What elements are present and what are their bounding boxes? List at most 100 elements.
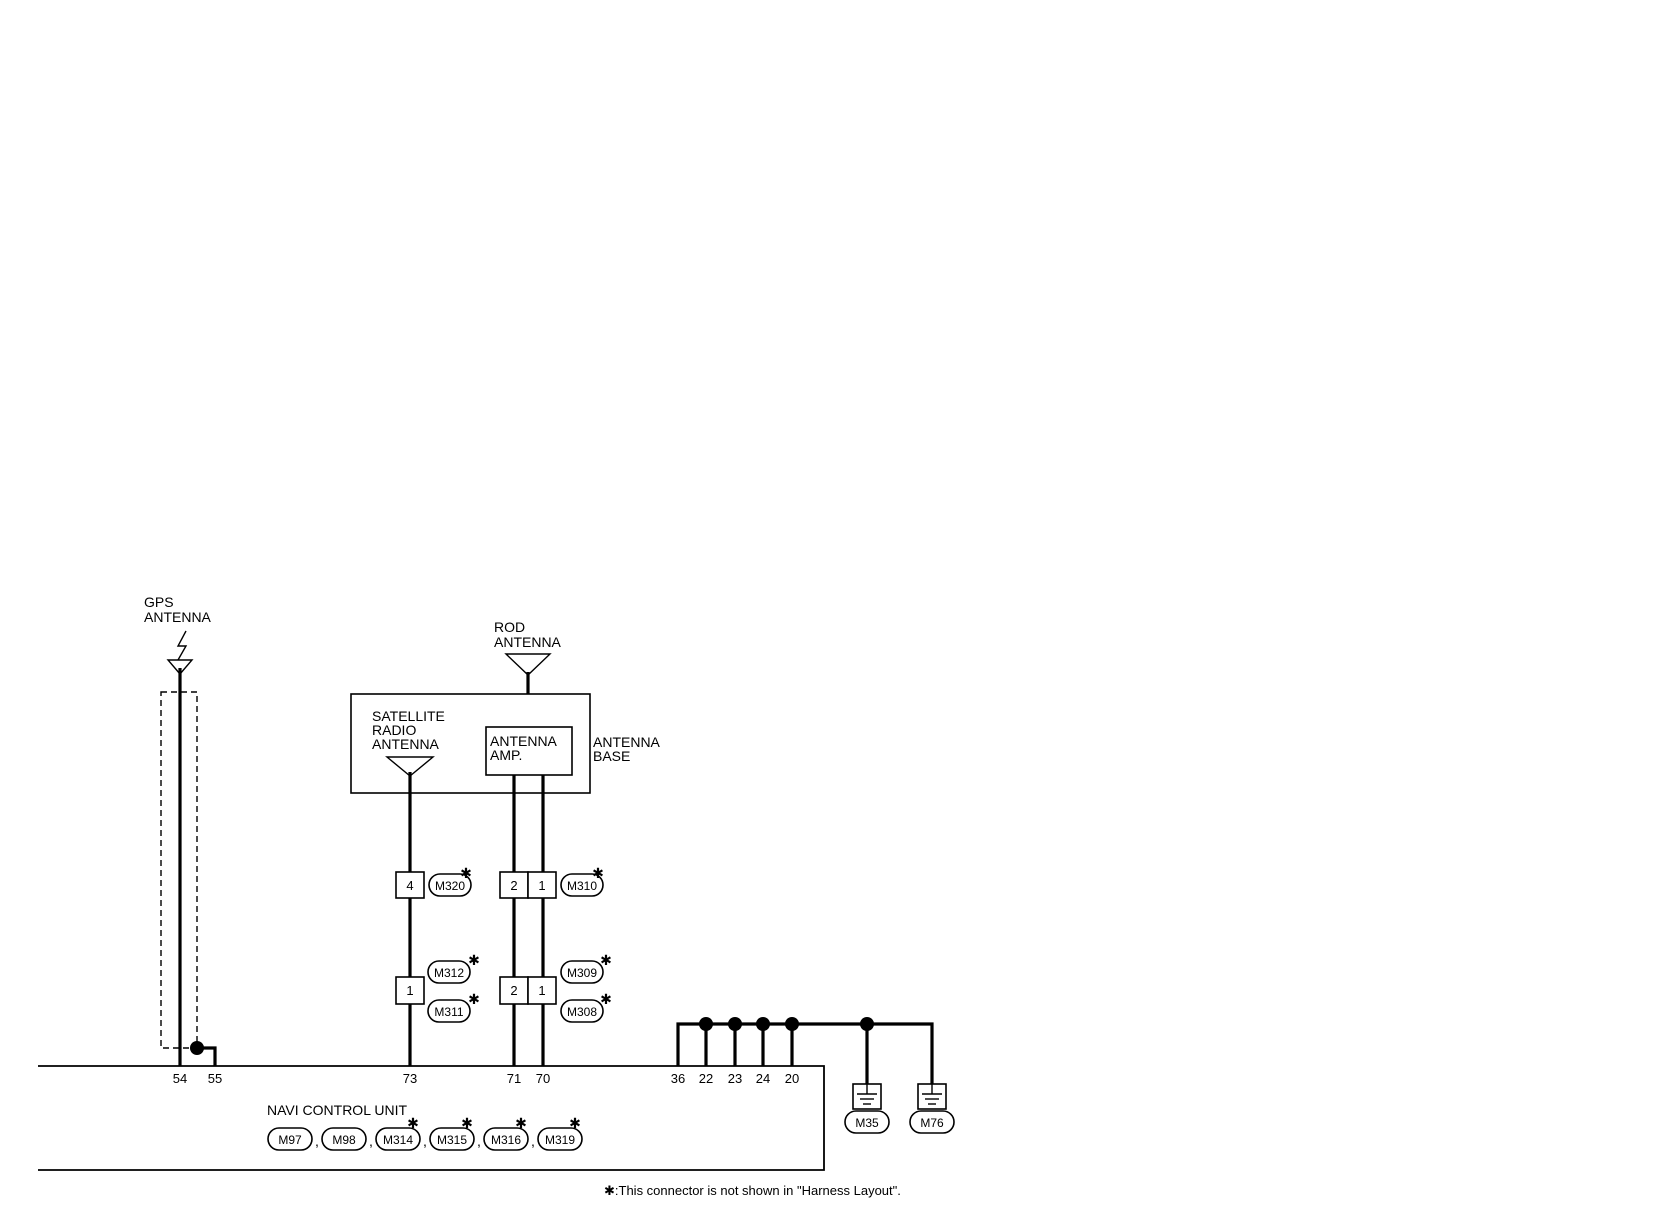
connector-tag-label: M308 xyxy=(567,1005,597,1019)
connector-m312-m311: 1 M312 ✱ M311 ✱ xyxy=(395,952,480,1023)
connector-tag xyxy=(321,1127,367,1151)
connector-tag xyxy=(560,873,604,897)
gps-antenna-symbol xyxy=(166,659,194,676)
splice-dot xyxy=(699,1017,713,1031)
separator: , xyxy=(531,1133,535,1149)
splice-dot xyxy=(756,1017,770,1031)
wire-55 xyxy=(197,1046,217,1066)
connector-tag-label: M315 xyxy=(437,1133,467,1147)
connector-m320: 4 M320 ✱ xyxy=(395,865,472,899)
gps-antenna-label-line1: GPS xyxy=(144,594,174,610)
navi-connector-tags: M97 , M98 , M314 ✱ , M315 ✱ , M316 ✱ , M… xyxy=(267,1115,583,1151)
satellite-antenna-label-line2: RADIO xyxy=(372,722,416,738)
connector-tag xyxy=(429,1127,475,1151)
connector-tag xyxy=(427,999,471,1023)
terminal-number: 1 xyxy=(538,878,545,893)
connector-tag xyxy=(483,1127,529,1151)
pin-71: 71 xyxy=(507,1071,521,1086)
satellite-antenna-label-line3: ANTENNA xyxy=(372,736,440,752)
pin-55: 55 xyxy=(208,1071,222,1086)
gps-antenna-label-line2: ANTENNA xyxy=(144,609,212,625)
connector-tag-label: M97 xyxy=(278,1133,302,1147)
pin-36: 36 xyxy=(671,1071,685,1086)
ground-m76: M76 xyxy=(909,1083,955,1134)
separator: , xyxy=(315,1133,319,1149)
terminal-number: 1 xyxy=(538,983,545,998)
connector-tag-label: M316 xyxy=(491,1133,521,1147)
asterisk-icon: ✱ xyxy=(515,1115,527,1131)
pin-22: 22 xyxy=(699,1071,713,1086)
antenna-amp-label-line1: ANTENNA xyxy=(490,733,558,749)
satellite-antenna-label-line1: SATELLITE xyxy=(372,708,445,724)
splice-dot xyxy=(785,1017,799,1031)
connector-tag xyxy=(537,1127,583,1151)
antenna-amp-label-line2: AMP. xyxy=(490,747,522,763)
connector-tag-label: M320 xyxy=(435,879,465,893)
connector-tag-label: M314 xyxy=(383,1133,413,1147)
asterisk-icon: ✱ xyxy=(407,1115,419,1131)
connector-tag-label: M98 xyxy=(332,1133,356,1147)
asterisk-icon: ✱ xyxy=(569,1115,581,1131)
asterisk-icon: ✱ xyxy=(460,865,472,881)
connector-tag xyxy=(560,960,604,984)
footnote: ✱:This connector is not shown in "Harnes… xyxy=(604,1183,901,1198)
terminal-number: 2 xyxy=(510,878,517,893)
connector-tag-label: M35 xyxy=(855,1116,879,1130)
pin-20: 20 xyxy=(785,1071,799,1086)
ground-m35: M35 xyxy=(844,1083,890,1134)
splice-dot xyxy=(860,1017,874,1031)
connector-tag xyxy=(427,960,471,984)
separator: , xyxy=(423,1133,427,1149)
terminal-box xyxy=(395,976,425,1005)
terminal-number: 2 xyxy=(510,983,517,998)
terminal-box xyxy=(527,976,557,1005)
connector-tag xyxy=(844,1110,890,1134)
asterisk-icon: ✱ xyxy=(468,991,480,1007)
terminal-box xyxy=(527,871,557,899)
antenna-base: ANTENNA BASE SATELLITE RADIO ANTENNA ANT… xyxy=(350,693,661,794)
connector-tag-label: M310 xyxy=(567,879,597,893)
pin-23: 23 xyxy=(728,1071,742,1086)
terminal-box xyxy=(395,871,425,899)
rod-antenna-label-line2: ANTENNA xyxy=(494,634,562,650)
terminal-number: 4 xyxy=(406,878,413,893)
asterisk-icon: ✱ xyxy=(461,1115,473,1131)
pin-70: 70 xyxy=(536,1071,550,1086)
splice-dot xyxy=(728,1017,742,1031)
asterisk-icon: ✱ xyxy=(600,952,612,968)
connector-tag xyxy=(267,1127,313,1151)
connector-tag xyxy=(428,873,472,897)
antenna-base-label-line2: BASE xyxy=(593,748,630,764)
satellite-antenna-symbol xyxy=(385,756,435,777)
rod-antenna: ROD ANTENNA xyxy=(494,619,562,727)
connector-tag xyxy=(375,1127,421,1151)
connector-m310: 2 1 M310 ✱ xyxy=(499,865,604,899)
connector-tag xyxy=(560,999,604,1023)
navi-control-unit-label: NAVI CONTROL UNIT xyxy=(267,1102,407,1118)
navi-control-unit-box xyxy=(38,1065,825,1171)
rod-antenna-symbol xyxy=(504,653,552,676)
pin-24: 24 xyxy=(756,1071,770,1086)
antenna-amp-box xyxy=(485,726,573,776)
connector-tag-label: M76 xyxy=(920,1116,944,1130)
antenna-base-label-line1: ANTENNA xyxy=(593,734,661,750)
separator: , xyxy=(369,1133,373,1149)
ground-circuit: M35 M76 xyxy=(676,1017,955,1134)
pin-73: 73 xyxy=(403,1071,417,1086)
gps-antenna: GPS ANTENNA xyxy=(144,594,217,1066)
navi-control-unit: 54 55 73 71 70 36 22 23 24 20 NAVI CONTR… xyxy=(38,1065,825,1171)
connector-tag xyxy=(909,1110,955,1134)
connector-tag-label: M312 xyxy=(434,966,464,980)
connector-tag-label: M311 xyxy=(434,1005,463,1019)
separator: , xyxy=(477,1133,481,1149)
connector-tag-label: M319 xyxy=(545,1133,575,1147)
pin-54: 54 xyxy=(173,1071,187,1086)
connector-m309-m308: 2 1 M309 ✱ M308 ✱ xyxy=(499,952,612,1023)
gps-signal-icon xyxy=(176,630,188,661)
terminal-number: 1 xyxy=(406,983,413,998)
connector-tag-label: M309 xyxy=(567,966,597,980)
asterisk-icon: ✱ xyxy=(592,865,604,881)
rod-antenna-label-line1: ROD xyxy=(494,619,525,635)
ground-bus xyxy=(676,1022,934,1084)
